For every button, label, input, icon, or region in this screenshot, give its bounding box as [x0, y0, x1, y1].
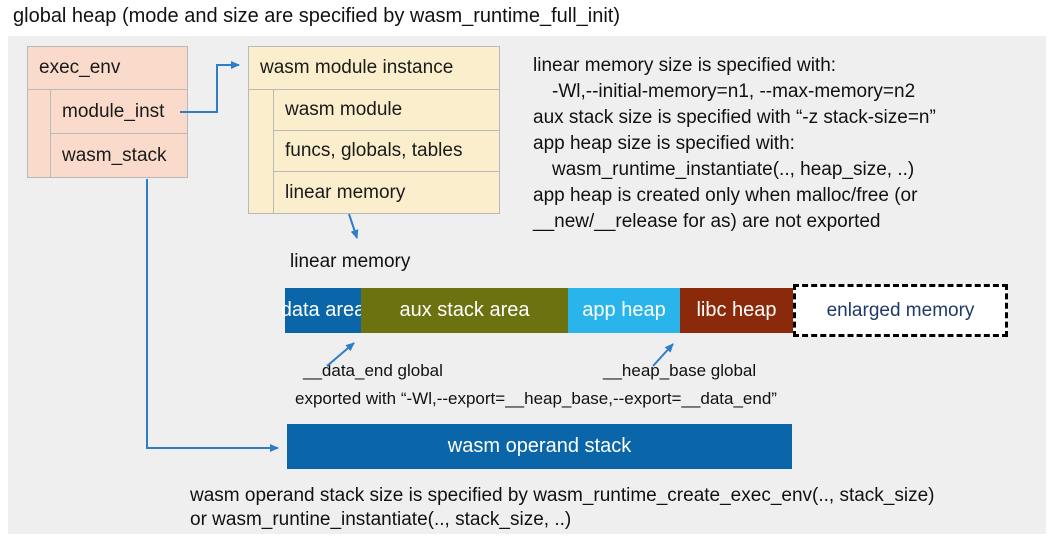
segment-data-area: data area: [281, 288, 365, 333]
module-instance-row-funcs-globals-tables: funcs, globals, tables: [274, 131, 499, 172]
notes-bottom: wasm operand stack size is specified by …: [190, 484, 935, 532]
linear-memory-bar: data area aux stack area app heap libc h…: [281, 288, 793, 333]
module-instance-row-wasm-module: wasm module: [274, 90, 499, 131]
heap-base-annotation: __heap_base global: [603, 361, 757, 380]
note-line: app heap size is specified with:: [533, 133, 795, 154]
exec-env-box: exec_env module_inst wasm_stack: [27, 46, 188, 178]
data-end-annotation: __data_end global: [303, 361, 443, 380]
module-instance-row-linear-memory: linear memory: [285, 181, 406, 203]
exec-env-indent-strip: [28, 90, 51, 178]
notes-right: linear memory size is specified with: -W…: [533, 53, 936, 235]
segment-app-heap: app heap: [568, 288, 680, 333]
segment-aux-stack-area: aux stack area: [361, 288, 568, 333]
note-line: __new/__release for as) are not exported: [533, 211, 881, 232]
note-line: app heap is created only when malloc/fre…: [533, 185, 918, 206]
module-instance-indent-strip: [249, 90, 274, 214]
note-line: -Wl,--initial-memory=n1, --max-memory=n2: [552, 81, 916, 102]
exported-annotation: exported with “-Wl,--export=__heap_base,…: [295, 389, 777, 408]
exec-env-row-module-inst: module_inst: [51, 90, 187, 134]
note-line: aux stack size is specified with “-z sta…: [533, 107, 936, 128]
wasm-operand-stack-bar: wasm operand stack: [287, 424, 792, 469]
exec-env-header: exec_env: [28, 47, 187, 90]
note-line: linear memory size is specified with:: [533, 55, 837, 76]
module-instance-box: wasm module instance wasm module funcs, …: [248, 46, 500, 214]
linear-memory-label: linear memory: [290, 251, 411, 272]
segment-enlarged-memory: enlarged memory: [793, 284, 1008, 337]
exec-env-row-wasm-stack: wasm_stack: [62, 145, 167, 166]
module-instance-header: wasm module instance: [249, 47, 499, 90]
note-line: wasm operand stack size is specified by …: [190, 485, 935, 506]
segment-libc-heap: libc heap: [680, 288, 793, 333]
note-line: wasm_runtime_instantiate(.., heap_size, …: [552, 159, 915, 180]
note-line: or wasm_runtine_instantiate(.., stack_si…: [190, 509, 572, 530]
diagram-title: global heap (mode and size are specified…: [13, 5, 620, 27]
